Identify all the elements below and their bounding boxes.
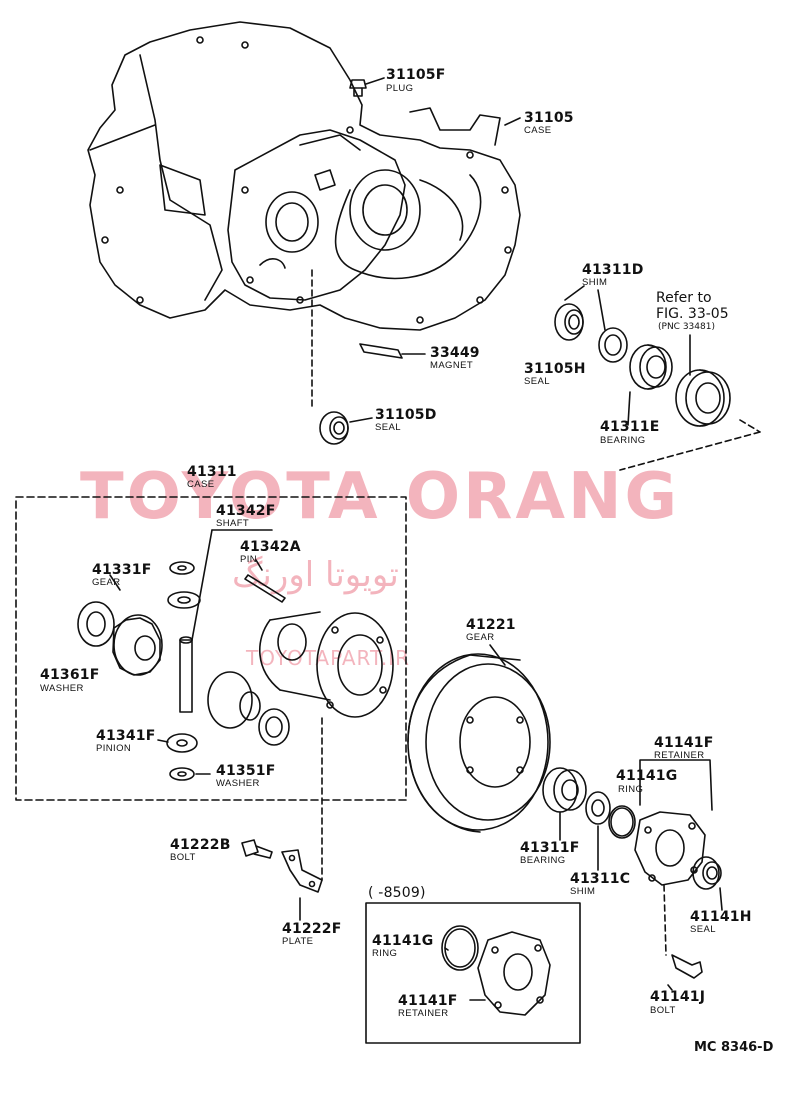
differential-case-drawing: [259, 611, 394, 718]
part-33449-number: 33449: [430, 345, 480, 361]
ring-gear-41221-drawing: [407, 653, 551, 833]
inset-41141f-desc: RETAINER: [398, 1008, 449, 1019]
part-33449-desc: MAGNET: [430, 360, 474, 371]
part-41141g-number: 41141G: [616, 768, 678, 784]
bolt-41222b-drawing: [241, 839, 273, 859]
pin-41342a-drawing: [244, 559, 286, 603]
part-41222b-number: 41222B: [170, 837, 231, 853]
part-31105f-desc: PLUG: [386, 83, 414, 94]
part-41341f-desc: PINION: [96, 743, 132, 754]
seal-31105d-drawing: [319, 411, 349, 445]
plug-drawing: [349, 77, 385, 97]
inset-41141g-number: 41141G: [372, 933, 434, 949]
shaft-41342f-drawing: [179, 529, 273, 713]
inset-retainer-drawing: [477, 931, 551, 1016]
bearing-ref-drawing: [675, 369, 731, 427]
part-41222f-desc: PLATE: [282, 936, 314, 947]
shim-41311c-drawing: [585, 791, 611, 825]
part-31105-number: 31105: [524, 110, 574, 126]
part-41342a-number: 41342A: [240, 539, 301, 555]
part-41361f-number: 41361F: [40, 667, 100, 683]
part-31105d-desc: SEAL: [375, 422, 401, 433]
part-41361f-desc: WASHER: [40, 683, 84, 694]
part-41221-desc: GEAR: [466, 632, 495, 643]
part-41342f-desc: SHAFT: [216, 518, 250, 529]
part-41351f-desc: WASHER: [216, 778, 260, 789]
gear-left-bottom-drawing: [207, 671, 261, 729]
part-41222f-number: 41222F: [282, 921, 342, 937]
inset-41141g-desc: RING: [372, 948, 398, 959]
part-41331f-number: 41331F: [92, 562, 152, 578]
gear-41331f-drawing: [112, 614, 163, 676]
part-41311c-number: 41311C: [570, 871, 631, 887]
part-41221-number: 41221: [466, 617, 516, 633]
bolt-41141j-drawing: [663, 884, 703, 979]
part-31105d-number: 31105D: [375, 407, 437, 423]
bearing-41311e-drawing: [629, 344, 673, 390]
differential-case-box: [15, 496, 407, 801]
part-41311e-number: 41311E: [600, 419, 660, 435]
shim-41311d-drawing: [598, 327, 628, 363]
part-41141j-number: 41141J: [650, 989, 706, 1005]
plate-41222f-drawing: [281, 849, 323, 893]
part-41311f-number: 41311F: [520, 840, 580, 856]
part-41311-desc: CASE: [187, 479, 215, 490]
part-31105-desc: CASE: [524, 125, 552, 136]
bearing-41311f-drawing: [542, 767, 587, 813]
part-31105h-desc: SEAL: [524, 376, 550, 387]
washers-small-drawing: [166, 561, 201, 781]
part-41141f-desc: RETAINER: [654, 750, 705, 761]
inset-title: ( -8509): [368, 885, 426, 901]
part-41311d-number: 41311D: [582, 262, 644, 278]
part-41311c-desc: SHIM: [570, 886, 596, 897]
part-31105h-number: 31105H: [524, 361, 586, 377]
part-41342f-number: 41342F: [216, 503, 276, 519]
part-41141g-desc: RING: [618, 784, 644, 795]
part-41351f-number: 41351F: [216, 763, 276, 779]
part-41141h-number: 41141H: [690, 909, 752, 925]
part-41311e-desc: BEARING: [600, 435, 646, 446]
washer-41361f-drawing: [77, 601, 115, 647]
part-41141f-number: 41141F: [654, 735, 714, 751]
refer-to-line2: FIG. 33-05: [656, 306, 729, 322]
part-41222b-desc: BOLT: [170, 852, 196, 863]
washer-41361f-right-drawing: [258, 708, 290, 746]
part-41141j-desc: BOLT: [650, 1005, 676, 1016]
retainer-41141f-drawing: [634, 811, 706, 886]
ring-41141g-drawing: [608, 805, 636, 839]
part-31105f-number: 31105F: [386, 67, 446, 83]
seal-41141h-drawing: [692, 856, 722, 890]
part-41331f-desc: GEAR: [92, 577, 121, 588]
part-41342a-desc: PIN: [240, 554, 258, 565]
transaxle-case-drawing: [87, 21, 521, 331]
magnet-drawing: [359, 343, 426, 359]
seal-31105h-drawing: [554, 303, 584, 341]
inset-box: [365, 902, 581, 1044]
part-41311d-desc: SHIM: [582, 277, 608, 288]
part-41341f-number: 41341F: [96, 728, 156, 744]
part-41311-number: 41311: [187, 464, 237, 480]
inset-41141f-number: 41141F: [398, 993, 458, 1009]
part-41141h-desc: SEAL: [690, 924, 716, 935]
part-41311f-desc: BEARING: [520, 855, 566, 866]
refer-to-line1: Refer to: [656, 290, 712, 306]
inset-ring-drawing: [441, 925, 479, 971]
drawing-code: MC 8346-D: [694, 1040, 774, 1055]
refer-to-line3: (PNC 33481): [658, 322, 715, 332]
